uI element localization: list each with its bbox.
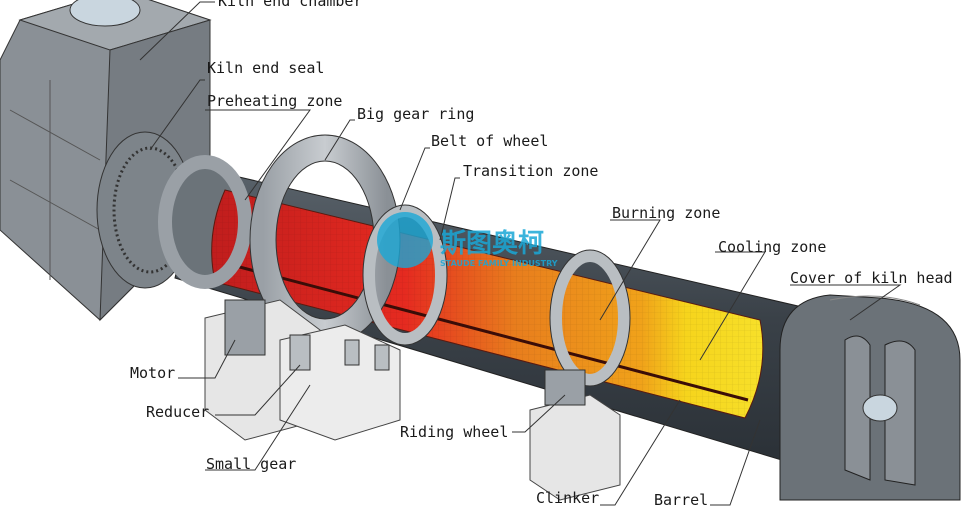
label-preheating-zone: Preheating zone [207,92,342,110]
label-burning-zone: Burning zone [612,204,720,222]
label-small-gear: Small gear [206,455,296,473]
label-big-gear-ring: Big gear ring [357,105,474,123]
watermark-logo: 斯图奥柯 STAUDE FAMILY INDUSTRY [377,212,558,268]
label-belt-of-wheel: Belt of wheel [431,132,548,150]
label-barrel: Barrel [654,491,708,509]
label-clinker: Clinker [536,489,599,507]
watermark-emblem-icon [377,212,433,268]
watermark-en: STAUDE FAMILY INDUSTRY [440,259,558,268]
label-motor: Motor [130,364,175,382]
label-transition-zone: Transition zone [463,162,598,180]
label-kiln-end-chamber: Kiln end chamber [218,0,363,10]
label-reducer: Reducer [146,403,209,421]
cover-of-kiln-head [780,295,960,500]
watermark-cn: 斯图奥柯 [440,228,544,259]
label-kiln-end-seal: Kiln end seal [207,59,324,77]
label-riding-wheel: Riding wheel [400,423,508,441]
label-cover-of-kiln-head: Cover of kiln head [790,269,953,287]
label-cooling-zone: Cooling zone [718,238,826,256]
